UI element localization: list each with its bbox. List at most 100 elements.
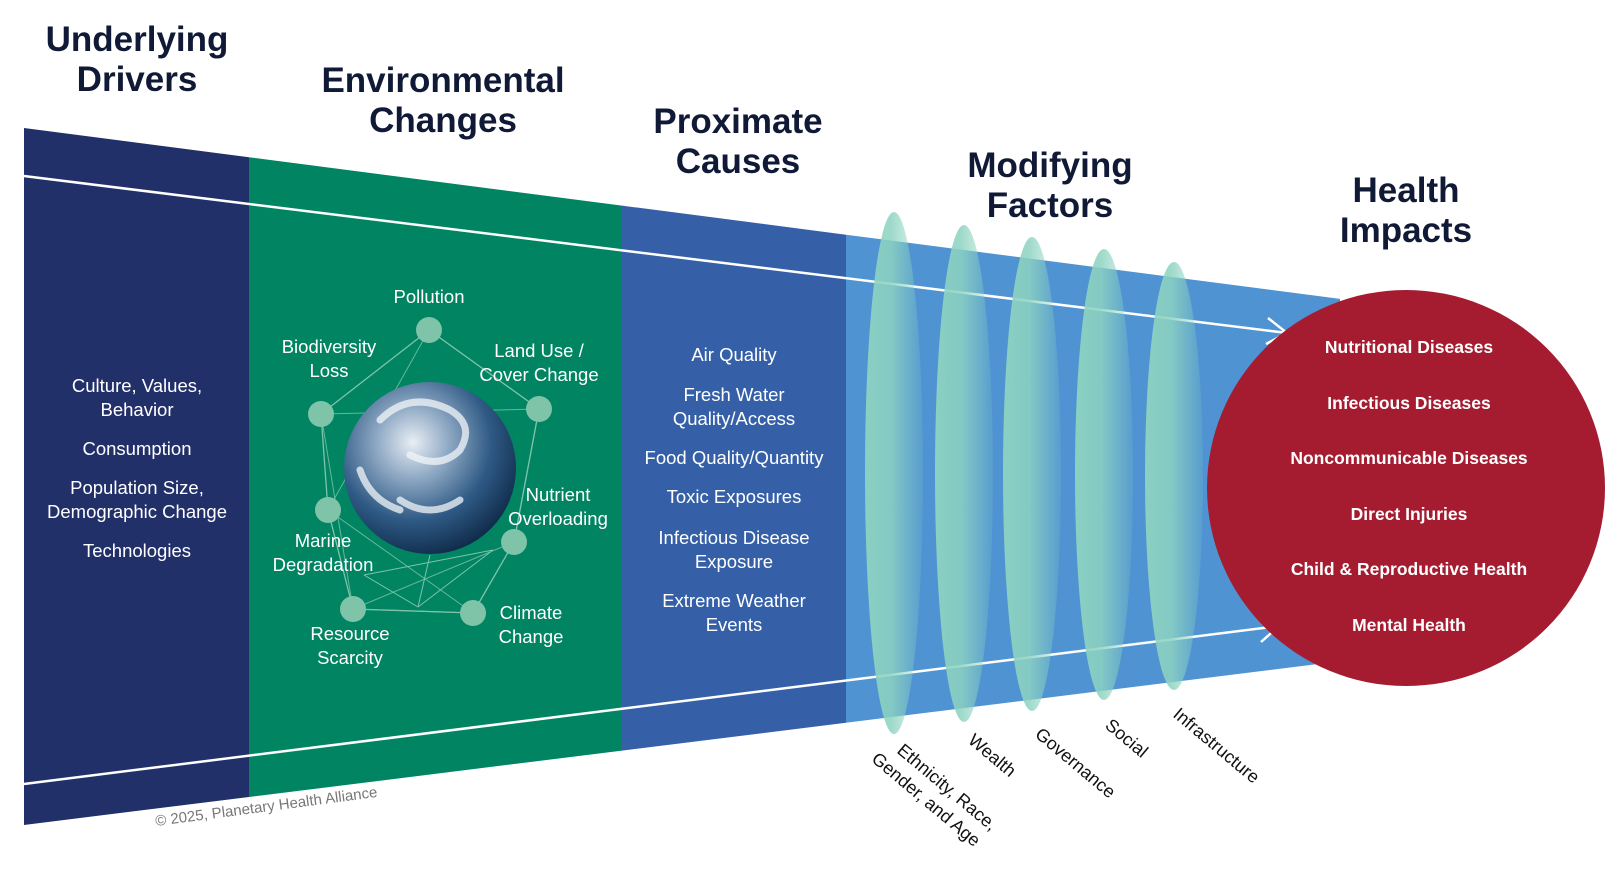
modifying-factor-line: Governance — [1031, 724, 1119, 802]
proximate-cause-item: Air Quality — [691, 344, 777, 365]
proximate-cause-item-line: Food Quality/Quantity — [645, 447, 825, 468]
environmental-change-label-line: Nutrient — [526, 484, 591, 505]
proximate-cause-item-line: Fresh Water — [683, 384, 784, 405]
network-edge — [327, 509, 354, 610]
driver-item-line: Consumption — [82, 438, 191, 459]
proximate-cause-item-line: Extreme Weather — [662, 590, 806, 611]
lens — [1075, 249, 1133, 700]
modifying-factor-line: Social — [1101, 715, 1151, 762]
network-node — [460, 600, 486, 626]
modifying-factor-lenses — [865, 212, 1203, 734]
lens — [1003, 237, 1061, 711]
modifying-title-line: Factors — [987, 186, 1113, 225]
proximate-title-line: Proximate — [653, 102, 822, 141]
flow-line-bottom — [23, 624, 1280, 786]
environmental-change-label-line: Land Use / — [494, 340, 584, 361]
driver-item: Consumption — [82, 438, 191, 459]
driver-item-line: Demographic Change — [47, 501, 227, 522]
network-edge — [472, 541, 515, 614]
network-edge — [363, 549, 494, 576]
lens — [865, 212, 923, 734]
network-node — [340, 596, 366, 622]
proximate-band — [621, 205, 846, 751]
earth-cloud-swirl — [356, 398, 470, 514]
health-impact-item: Nutritional Diseases — [1325, 337, 1494, 357]
earth-globe-icon — [344, 382, 516, 554]
environmental-change-label-line: Scarcity — [317, 647, 384, 668]
environmental-change-network — [308, 317, 552, 626]
environmental-change-label-line: Cover Change — [479, 364, 598, 385]
drivers-band — [24, 128, 249, 825]
modifying-factor-line: Wealth — [964, 730, 1020, 781]
environmental-change-label-line: Change — [499, 626, 564, 647]
network-node — [501, 529, 527, 555]
modifying-factor-label: Wealth — [964, 730, 1020, 781]
network-node — [315, 497, 341, 523]
network-edge — [320, 329, 430, 415]
flow-line-top — [23, 174, 1288, 335]
proximate-cause-item-line: Events — [706, 614, 763, 635]
lens — [1145, 262, 1203, 690]
health-impact-item: Infectious Diseases — [1327, 393, 1491, 413]
proximate-cause-item-line: Infectious Disease — [658, 527, 809, 548]
health-impact-item: Noncommunicable Diseases — [1290, 448, 1528, 468]
environmental-title-line: Environmental — [321, 61, 564, 100]
environmental-change-label-line: Loss — [309, 360, 348, 381]
environmental-change-label-line: Marine — [295, 530, 352, 551]
proximate-cause-item: Food Quality/Quantity — [645, 447, 825, 468]
network-edge — [320, 413, 329, 511]
environmental-change-label-line: Resource — [310, 623, 389, 644]
health-impacts-circle — [1207, 290, 1605, 686]
network-node — [308, 401, 334, 427]
health-title-line: Health — [1353, 171, 1460, 210]
network-edge — [513, 408, 540, 543]
network-edge — [363, 574, 419, 608]
network-edge — [352, 608, 474, 614]
driver-item-line: Behavior — [100, 399, 173, 420]
network-node — [526, 396, 552, 422]
network-edge — [417, 549, 494, 608]
health-impact-item: Direct Injuries — [1351, 504, 1468, 524]
drivers-title-line: Underlying — [46, 20, 229, 59]
driver-item: Population Size, Demographic Change — [47, 477, 227, 522]
modifying-factor-label: Social — [1101, 715, 1151, 762]
proximate-cause-item-line: Toxic Exposures — [667, 486, 802, 507]
proximate-cause-item-line: Exposure — [695, 551, 773, 572]
modifying-factor-label: Infrastructure — [1169, 704, 1263, 787]
proximate-title-line: Causes — [676, 142, 801, 181]
health-impact-item: Mental Health — [1352, 615, 1466, 635]
modifying-title-line: Modifying — [967, 146, 1132, 185]
drivers-title-line: Drivers — [77, 60, 198, 99]
modifying-factor-line: Infrastructure — [1169, 704, 1263, 787]
environmental-change-label-line: Biodiversity — [282, 336, 377, 357]
environmental-change-label-line: Degradation — [273, 554, 374, 575]
proximate-cause-item: Toxic Exposures — [667, 486, 802, 507]
health-impact-item: Child & Reproductive Health — [1291, 559, 1527, 579]
lens — [935, 225, 993, 722]
proximate-cause-item-line: Air Quality — [691, 344, 777, 365]
environmental-title-line: Changes — [369, 101, 517, 140]
network-edge — [428, 329, 540, 410]
environmental-change-label-line: Overloading — [508, 508, 608, 529]
health-title-line: Impacts — [1340, 211, 1472, 250]
driver-item-line: Technologies — [83, 540, 191, 561]
modifying-factor-label: Governance — [1031, 724, 1119, 802]
driver-item: Culture, Values, Behavior — [72, 375, 202, 420]
driver-item: Technologies — [83, 540, 191, 561]
driver-item-line: Population Size, — [70, 477, 204, 498]
driver-item-line: Culture, Values, — [72, 375, 202, 396]
network-edge — [417, 554, 431, 608]
environmental-change-label-line: Pollution — [394, 286, 465, 307]
